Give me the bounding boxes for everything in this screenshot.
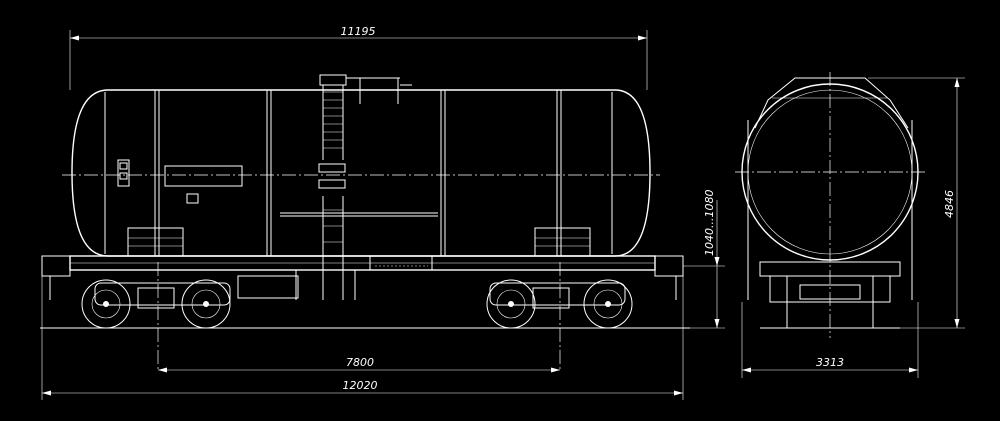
fitting — [318, 163, 346, 173]
marking-plate-detail — [119, 162, 128, 170]
dim-arrow — [551, 367, 560, 373]
end-view — [735, 72, 925, 338]
end-bogie — [769, 275, 891, 303]
dim-arrow — [674, 390, 683, 396]
brake-cylinder — [237, 275, 299, 299]
dome-cap — [319, 74, 347, 86]
marking-plate — [117, 159, 130, 187]
bogie-frame-left — [94, 282, 231, 306]
dim-text-overall-length: 12020 — [343, 379, 378, 392]
dim-arrow — [70, 35, 79, 41]
dim-text-tank-length: 11195 — [341, 25, 376, 38]
dim-arrow — [158, 367, 167, 373]
side-dimensions: 11195 7800 12020 1040...1080 — [41, 25, 725, 400]
coupler-left — [41, 255, 71, 277]
bogie-frame-right — [489, 282, 626, 306]
dim-arrow — [909, 367, 918, 373]
dim-text-coupler-height: 1040...1080 — [703, 190, 716, 256]
drain-platform — [369, 255, 433, 271]
axle — [203, 301, 209, 307]
dim-text-bogie-centers: 7800 — [346, 356, 374, 369]
bolster-right — [534, 227, 591, 257]
axle — [103, 301, 109, 307]
coupler-right — [654, 255, 684, 277]
dim-arrow — [742, 367, 751, 373]
axle — [508, 301, 514, 307]
end-dimensions: 4846 3313 — [741, 77, 965, 378]
dim-arrow — [714, 319, 720, 328]
wheel-hub — [593, 289, 623, 319]
spring-set-right — [532, 287, 570, 309]
wheel-hub — [191, 289, 221, 319]
fitting — [318, 179, 346, 189]
side-view — [40, 74, 690, 372]
dim-text-overall-width: 3313 — [816, 356, 844, 369]
marking-plate-detail — [119, 172, 128, 180]
dim-text-overall-height: 4846 — [943, 190, 956, 218]
dim-arrow — [42, 390, 51, 396]
axle — [605, 301, 611, 307]
dim-arrow — [714, 257, 720, 266]
wheel-hub — [496, 289, 526, 319]
wheel-hub — [91, 289, 121, 319]
spring-set-left — [137, 287, 175, 309]
marking-frame — [164, 165, 243, 187]
end-coupler — [799, 284, 861, 300]
dim-arrow — [954, 78, 960, 87]
dim-arrow — [954, 319, 960, 328]
dim-arrow — [638, 35, 647, 41]
marking-box — [186, 193, 199, 204]
